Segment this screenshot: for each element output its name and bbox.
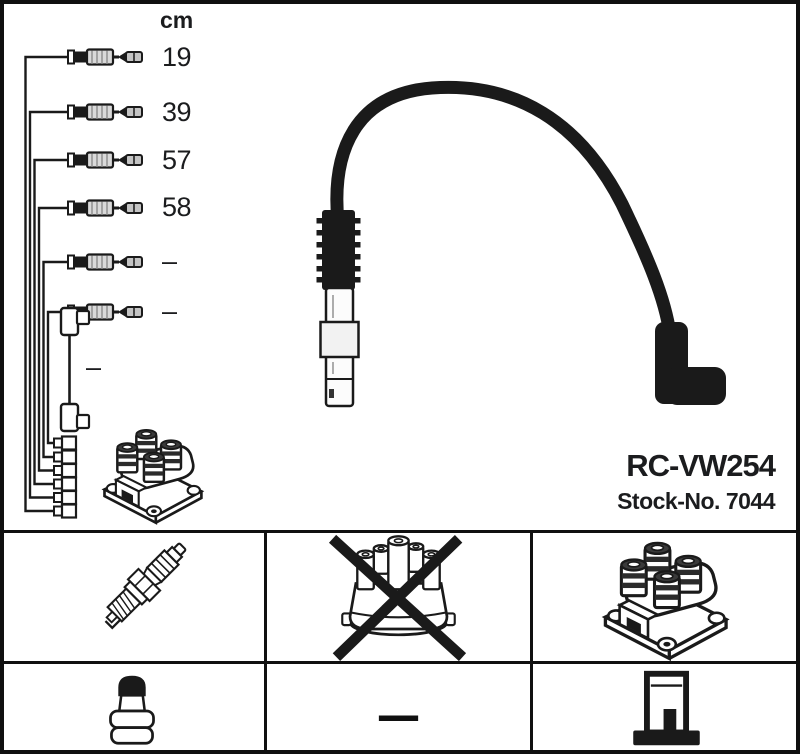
length-unit-header: cm [160,7,194,33]
cable-row-3-icon [66,151,144,169]
cable-length-5: – [162,246,177,276]
length-bracket-lines [24,55,70,513]
cable-length-6: – [162,296,177,326]
cable-length-2: 39 [162,97,192,127]
coil-tower-connector-icon [633,670,700,746]
cable-row-2-icon [66,103,144,121]
spark-plug-icon [104,542,187,630]
cable-length-7: – [86,352,101,382]
ignition-coil-icon [533,533,800,661]
distributor-cap-crossed-icon [328,534,467,661]
legend-cell-ignition-coil [533,533,800,664]
cable-row-4-icon [66,199,144,217]
cable-length-4: 58 [162,192,192,222]
cable-length-3: 57 [162,145,192,175]
ignition-cable-kit-drawing [24,48,726,530]
dash-mark: — [376,690,421,741]
stock-number: Stock-No. 7044 [617,488,775,514]
legend-cell-dash: — [267,664,533,754]
legend-cell-distributor-cap-not-included [267,533,533,664]
cable-length-1: 19 [162,42,192,72]
legend-cell-spark-plug [0,533,267,664]
coil-link-cable-icon [59,306,91,433]
legend-cell-terminal-nut [0,664,267,754]
legend-cell-coil-tower-connector [533,664,800,754]
large-ignition-cable [316,80,726,408]
cable-row-5-icon [66,253,144,271]
component-legend-grid: — [0,530,800,754]
terminal-nut-icon [109,675,155,745]
ignition-coil-small [105,430,202,523]
not-included-cross [328,534,467,661]
product-code: RC-VW254 [626,448,776,483]
cable-row-1-icon [66,48,144,66]
